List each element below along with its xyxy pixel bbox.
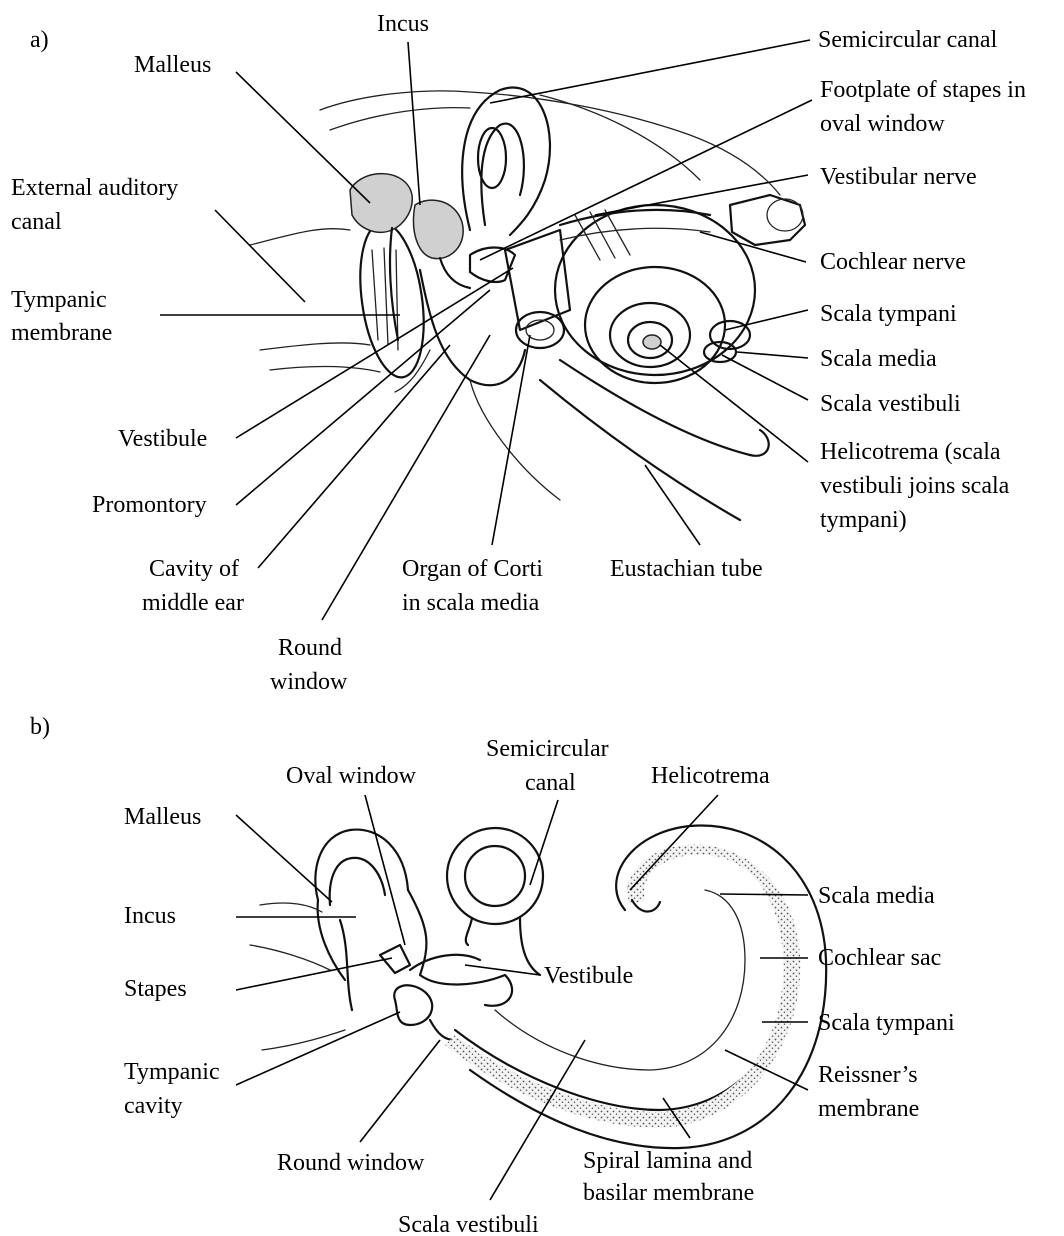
label-a-cochlear-nerve: Cochlear nerve bbox=[820, 249, 966, 275]
label-a-tympanic-line1: Tympanic bbox=[11, 287, 107, 313]
label-a-cavity-line1: Cavity of bbox=[149, 556, 239, 582]
label-b-cochlear-sac: Cochlear sac bbox=[818, 945, 941, 971]
label-b-scala-tympani: Scala tympani bbox=[818, 1010, 955, 1036]
label-a-scala-vestibuli: Scala vestibuli bbox=[820, 391, 961, 417]
label-b-tympanic-line2: cavity bbox=[124, 1093, 183, 1119]
label-b-round-window: Round window bbox=[277, 1150, 425, 1176]
panel-b: b) bbox=[30, 714, 955, 1236]
label-a-vestibule: Vestibule bbox=[118, 426, 207, 452]
label-a-cavity-line2: middle ear bbox=[142, 590, 244, 616]
label-a-organ-line1: Organ of Corti bbox=[402, 556, 543, 582]
label-a-vestibular-nerve: Vestibular nerve bbox=[820, 164, 977, 190]
label-a-helicotrema-line3: tympani) bbox=[820, 507, 907, 533]
label-b-malleus: Malleus bbox=[124, 804, 201, 830]
label-a-malleus: Malleus bbox=[134, 52, 211, 78]
label-b-semicircular-line1: Semicircular bbox=[486, 736, 609, 762]
label-b-reissner-line2: membrane bbox=[818, 1096, 919, 1122]
label-a-tympanic-line2: membrane bbox=[11, 320, 112, 346]
label-a-round-line1: Round bbox=[278, 635, 342, 661]
labels-a: Incus Malleus Semicircular canal Footpla… bbox=[11, 11, 1026, 695]
ear-drawing-a bbox=[250, 87, 805, 520]
label-b-reissner-line1: Reissner’s bbox=[818, 1062, 918, 1088]
label-b-tympanic-line1: Tympanic bbox=[124, 1059, 220, 1085]
label-b-incus: Incus bbox=[124, 903, 176, 929]
ear-drawing-b bbox=[250, 826, 826, 1149]
labels-b: Semicircular canal Oval window Helicotre… bbox=[124, 736, 955, 1236]
label-b-scala-vestibuli: Scala vestibuli bbox=[398, 1212, 539, 1236]
label-b-spiral-line1: Spiral lamina and bbox=[583, 1148, 752, 1174]
panel-b-tag: b) bbox=[30, 714, 50, 740]
label-b-spiral-line2: basilar membrane bbox=[583, 1180, 754, 1206]
label-a-semicircular-canal: Semicircular canal bbox=[818, 27, 998, 53]
label-a-eustachian-tube: Eustachian tube bbox=[610, 556, 763, 582]
label-a-scala-media: Scala media bbox=[820, 346, 937, 372]
label-b-helicotrema: Helicotrema bbox=[651, 763, 770, 789]
label-b-vestibule: Vestibule bbox=[544, 963, 633, 989]
label-b-stapes: Stapes bbox=[124, 976, 187, 1002]
label-a-organ-line2: in scala media bbox=[402, 590, 540, 616]
panel-a-tag: a) bbox=[30, 27, 49, 53]
label-b-oval-window: Oval window bbox=[286, 763, 417, 789]
label-a-external-canal-line1: External auditory bbox=[11, 175, 178, 201]
label-a-footplate-line1: Footplate of stapes in bbox=[820, 77, 1026, 103]
label-a-scala-tympani: Scala tympani bbox=[820, 301, 957, 327]
label-a-round-line2: window bbox=[270, 669, 348, 695]
label-b-scala-media: Scala media bbox=[818, 883, 935, 909]
label-a-external-canal-line2: canal bbox=[11, 209, 62, 235]
label-a-helicotrema-line2: vestibuli joins scala bbox=[820, 473, 1010, 499]
label-a-footplate-line2: oval window bbox=[820, 111, 945, 137]
label-a-promontory: Promontory bbox=[92, 492, 207, 518]
label-a-incus: Incus bbox=[377, 11, 429, 37]
leaders-a bbox=[160, 40, 812, 620]
panel-a: a) bbox=[11, 11, 1026, 695]
label-b-semicircular-line2: canal bbox=[525, 770, 576, 796]
label-a-helicotrema-line1: Helicotrema (scala bbox=[820, 439, 1001, 465]
